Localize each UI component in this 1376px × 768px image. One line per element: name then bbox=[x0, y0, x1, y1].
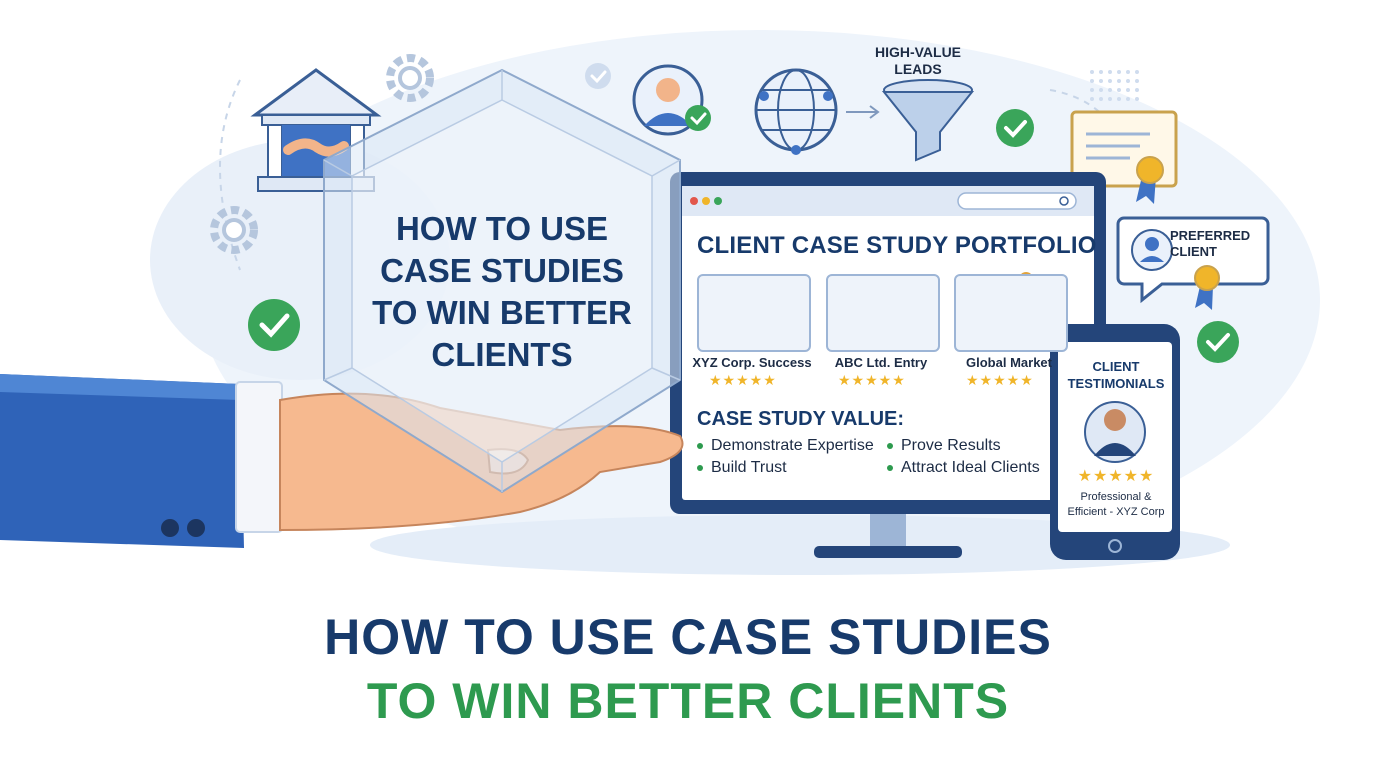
gem-text-line: CASE STUDIES bbox=[380, 252, 624, 289]
avatar-check-icon bbox=[632, 64, 711, 136]
testimonial-quote-line: Efficient - XYZ Corp bbox=[1067, 506, 1165, 518]
testimonial-quote: Professional & Efficient - XYZ Corp bbox=[1062, 490, 1170, 520]
bullet-dot bbox=[697, 442, 703, 449]
grid-dot bbox=[1135, 88, 1139, 92]
bullet-dot bbox=[887, 464, 893, 471]
testimonials-title: CLIENT TESTIMONIALS bbox=[1064, 358, 1168, 392]
check-icon bbox=[248, 299, 300, 351]
value-item-text: Demonstrate Expertise bbox=[711, 437, 874, 454]
grid-dot bbox=[1126, 70, 1130, 74]
value-item: Prove Results bbox=[887, 437, 1001, 455]
grid-dot bbox=[1090, 97, 1094, 101]
testimonials-title-line: CLIENT bbox=[1092, 359, 1140, 374]
value-item-text: Prove Results bbox=[901, 437, 1001, 454]
preferred-client-label: PREFERRED CLIENT bbox=[1170, 228, 1260, 260]
testimonial-stars: ★★★★★ bbox=[1077, 468, 1155, 485]
value-item-text: Build Trust bbox=[711, 459, 787, 476]
phone bbox=[1050, 324, 1180, 560]
grid-dot bbox=[1117, 70, 1121, 74]
gem-text: HOW TO USE CASE STUDIES TO WIN BETTER CL… bbox=[352, 208, 652, 376]
funnel-label-line: HIGH-VALUE bbox=[874, 44, 962, 60]
funnel-label: HIGH-VALUE LEADS bbox=[872, 44, 964, 78]
testimonials-title-line: TESTIMONIALS bbox=[1067, 376, 1165, 391]
certificate-icon bbox=[1070, 110, 1178, 204]
grid-dot bbox=[1108, 97, 1112, 101]
floor-shadow bbox=[370, 515, 1230, 575]
value-item: Build Trust bbox=[697, 459, 787, 477]
value-item: Attract Ideal Clients bbox=[887, 459, 1040, 477]
case-card-label: Global Market bbox=[966, 355, 1052, 370]
grid-dot bbox=[1090, 79, 1094, 83]
check-icon bbox=[1197, 321, 1239, 363]
headline-line-2: TO WIN BETTER CLIENTS bbox=[366, 673, 1010, 729]
funnel-icon bbox=[881, 79, 975, 162]
gem-text-line: HOW TO USE bbox=[395, 210, 609, 247]
globe-network-icon bbox=[754, 68, 838, 155]
grid-dot bbox=[1117, 88, 1121, 92]
grid-dot bbox=[1099, 88, 1103, 92]
case-card-global[interactable] bbox=[954, 274, 1068, 352]
gear-icon bbox=[386, 54, 434, 102]
value-title: CASE STUDY VALUE: bbox=[697, 408, 905, 430]
grid-dot bbox=[1099, 70, 1103, 74]
bullet-dot bbox=[887, 442, 893, 449]
preferred-client-badge bbox=[1116, 216, 1270, 310]
gem-text-line: CLIENTS bbox=[431, 336, 573, 373]
grid-dot bbox=[1090, 88, 1094, 92]
grid-dot bbox=[1135, 79, 1139, 83]
grid-dot bbox=[1126, 79, 1130, 83]
funnel-label-line: LEADS bbox=[894, 61, 942, 77]
grid-dot bbox=[1108, 88, 1112, 92]
testimonial-quote-line: Professional & bbox=[1080, 491, 1152, 503]
portfolio-title: CLIENT CASE STUDY PORTFOLIO bbox=[697, 232, 1097, 259]
preferred-client-line: PREFERRED bbox=[1170, 228, 1251, 243]
glass-gem bbox=[323, 68, 681, 494]
grid-dot bbox=[1099, 79, 1103, 83]
case-card-label: ABC Ltd. Entry bbox=[834, 355, 928, 370]
gear-icon bbox=[210, 206, 258, 254]
grid-dot bbox=[1090, 70, 1094, 74]
rating-stars: ★★★★★ bbox=[838, 372, 906, 388]
grid-dot bbox=[1135, 97, 1139, 101]
grid-dot bbox=[1117, 97, 1121, 101]
case-card-abc[interactable] bbox=[826, 274, 940, 352]
grid-dot bbox=[1135, 70, 1139, 74]
grid-dot bbox=[1126, 88, 1130, 92]
grid-dot bbox=[1099, 97, 1103, 101]
grid-dot bbox=[1108, 79, 1112, 83]
value-item: Demonstrate Expertise bbox=[697, 437, 874, 455]
preferred-client-line: CLIENT bbox=[1170, 244, 1217, 259]
headline-line-1: HOW TO USE CASE STUDIES bbox=[324, 609, 1052, 665]
bullet-dot bbox=[697, 464, 703, 471]
dot-grid bbox=[1090, 70, 1139, 101]
check-icon bbox=[585, 63, 611, 89]
case-card-xyz[interactable] bbox=[697, 274, 811, 352]
rating-stars: ★★★★★ bbox=[966, 372, 1034, 388]
rating-stars: ★★★★★ bbox=[709, 372, 777, 388]
grid-dot bbox=[1126, 97, 1130, 101]
arrow-right-icon bbox=[846, 105, 880, 119]
value-item-text: Attract Ideal Clients bbox=[901, 459, 1040, 476]
check-icon bbox=[996, 109, 1034, 147]
case-card-label: XYZ Corp. Success bbox=[692, 355, 812, 370]
grid-dot bbox=[1108, 70, 1112, 74]
grid-dot bbox=[1117, 79, 1121, 83]
gem-text-line: TO WIN BETTER bbox=[372, 294, 632, 331]
